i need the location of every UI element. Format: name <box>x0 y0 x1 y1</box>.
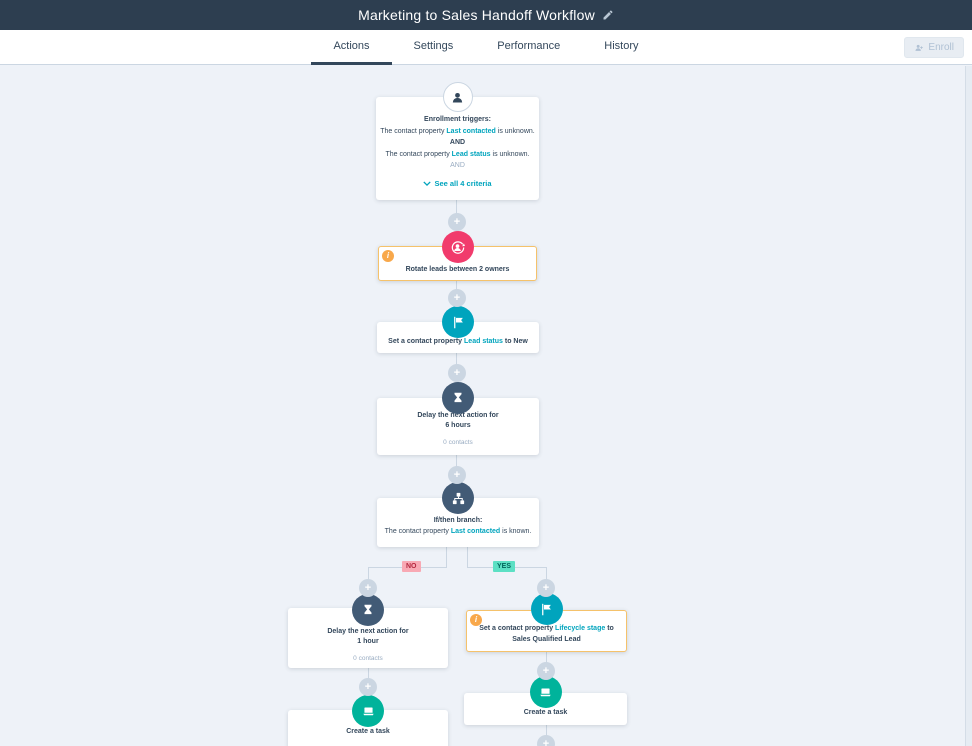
person-add-icon <box>915 44 924 51</box>
edit-title-pencil-icon[interactable] <box>602 9 614 21</box>
connector-stub-yes <box>467 547 468 567</box>
connector-branch-yes <box>546 567 547 746</box>
set-property-action-card[interactable]: Set a contact property Lead status to Ne… <box>377 306 539 353</box>
hourglass-icon <box>442 382 474 414</box>
trigger-criteria-2: The contact property Lead status is unkn… <box>385 150 530 158</box>
add-step-button-yes-branch[interactable]: + <box>537 735 555 746</box>
branch-yes-badge: YES <box>493 561 516 572</box>
rotate-owner-icon <box>441 231 474 263</box>
add-step-button[interactable]: + <box>448 289 466 307</box>
flag-icon <box>530 593 563 625</box>
warning-info-icon[interactable]: i <box>470 614 482 626</box>
sitemap-icon <box>442 482 474 514</box>
tab-performance[interactable]: Performance <box>497 40 561 52</box>
contact-person-icon <box>442 82 473 112</box>
trigger-and-operator: AND <box>449 139 466 146</box>
enroll-button-label: Enroll <box>928 42 954 53</box>
add-step-button-yes-branch[interactable]: + <box>537 662 555 680</box>
action-label: Rotate leads between 2 owners <box>405 266 510 273</box>
create-task-card-no-branch[interactable]: Create a task <box>288 695 448 746</box>
laptop-icon <box>352 695 384 727</box>
add-step-button[interactable]: + <box>448 213 466 231</box>
action-label-line2: 1 hour <box>357 638 379 645</box>
add-step-button[interactable]: + <box>448 466 466 484</box>
action-label-line1: Delay the next action for <box>327 628 409 635</box>
delay-action-card[interactable]: Delay the next action for 6 hours 0 cont… <box>377 382 539 455</box>
warning-info-icon[interactable]: i <box>382 250 394 262</box>
create-task-card-yes-branch[interactable]: Create a task <box>464 676 627 725</box>
tab-history[interactable]: History <box>604 40 639 52</box>
hourglass-icon <box>352 594 384 626</box>
see-all-criteria-link[interactable]: See all 4 criteria <box>423 179 492 188</box>
chevron-down-icon <box>423 180 432 186</box>
enrollment-trigger-card[interactable]: Enrollment triggers: The contact propert… <box>376 82 539 200</box>
add-step-button-no-branch[interactable]: + <box>359 579 377 597</box>
enroll-button[interactable]: Enroll <box>904 37 964 58</box>
add-step-button-yes-branch[interactable]: + <box>537 579 555 597</box>
tabbar: Actions Settings Performance History Enr… <box>0 30 972 65</box>
workflow-title: Marketing to Sales Handoff Workflow <box>358 7 595 23</box>
flag-icon <box>442 306 474 338</box>
trigger-criteria-1: The contact property Last contacted is u… <box>380 127 535 135</box>
action-label-line1: Delay the next action for <box>417 412 499 419</box>
branch-title: If/then branch: <box>433 517 483 524</box>
if-then-branch-card[interactable]: If/then branch: The contact property Las… <box>377 482 539 547</box>
contacts-count: 0 contacts <box>353 655 383 662</box>
delay-action-card-no-branch[interactable]: Delay the next action for 1 hour 0 conta… <box>288 594 448 668</box>
laptop-icon <box>529 676 562 708</box>
add-step-button-no-branch[interactable]: + <box>359 678 377 696</box>
contacts-count: 0 contacts <box>443 439 473 446</box>
action-label: Set a contact property Lead status to Ne… <box>388 338 528 345</box>
branch-condition: The contact property Last contacted is k… <box>384 528 532 535</box>
set-lifecycle-action-card[interactable]: i Set a contact property Lifecycle stage… <box>466 593 627 652</box>
connector-stub-no <box>446 547 447 567</box>
titlebar: Marketing to Sales Handoff Workflow <box>0 0 972 30</box>
trigger-title: Enrollment triggers: <box>424 116 491 123</box>
branch-no-badge: NO <box>402 561 421 572</box>
action-label: Set a contact property Lifecycle stage t… <box>479 625 614 643</box>
tab-actions[interactable]: Actions <box>311 30 392 65</box>
add-step-button[interactable]: + <box>448 364 466 382</box>
trigger-and-operator-muted: AND <box>450 162 465 169</box>
action-label: Create a task <box>523 709 568 716</box>
action-label-line2: 6 hours <box>445 422 471 429</box>
tab-settings[interactable]: Settings <box>413 40 454 52</box>
rotate-leads-action-card[interactable]: i Rotate leads between 2 owners <box>378 231 537 281</box>
action-label: Create a task <box>346 728 390 735</box>
canvas-scrollbar[interactable] <box>965 66 972 746</box>
